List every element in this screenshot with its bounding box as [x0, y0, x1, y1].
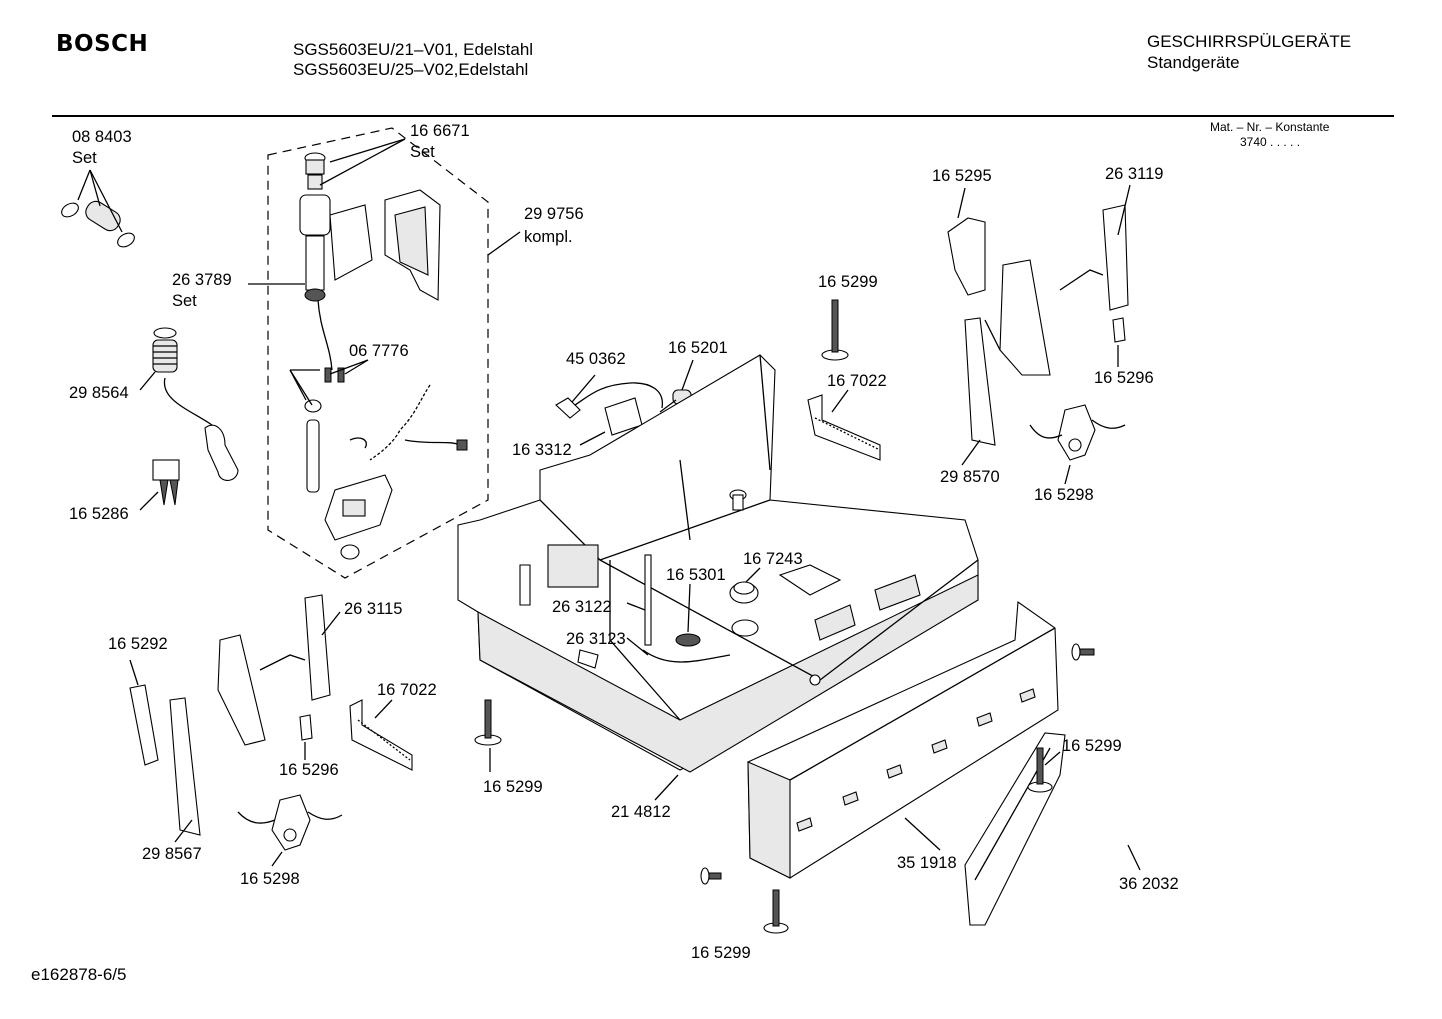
brand-logo: BOSCH [56, 31, 149, 57]
part-label: 26 3123 [566, 630, 626, 648]
part-label: 29 8567 [142, 845, 202, 863]
part-label: 16 5201 [668, 339, 728, 357]
document-id: e162878-6/5 [31, 965, 127, 984]
material-number-value: 3740 . . . . . [1240, 135, 1301, 149]
part-label: 26 3122 [552, 598, 612, 616]
part-label: 06 7776 [349, 342, 409, 360]
part-label: 16 5299 [818, 273, 878, 291]
screw-part [1027, 747, 1061, 793]
screw-part [474, 699, 502, 772]
part-label: 26 3119 [1105, 165, 1163, 183]
door-hinge-right-part [947, 184, 1131, 485]
model-line-1: SGS5603EU/21–V01, Edelstahl [293, 40, 534, 59]
part-label: 16 5299 [1062, 737, 1122, 755]
part-label: Set [172, 292, 197, 310]
part-label: 29 8564 [69, 384, 129, 402]
screw-part [821, 299, 849, 361]
part-label: 21 4812 [611, 803, 671, 821]
hose-clamp-set-part [61, 169, 135, 248]
part-label: 16 7022 [827, 372, 887, 390]
category-subtitle: Standgeräte [1147, 53, 1240, 72]
model-line-2: SGS5603EU/25–V02,Edelstahl [293, 60, 529, 79]
valve-assembly-part [248, 138, 521, 560]
screw-part [700, 867, 722, 885]
part-label: 16 5292 [108, 635, 168, 653]
part-label: 45 0362 [566, 350, 626, 368]
spring-hose-part [139, 327, 239, 481]
part-label: 16 7022 [377, 681, 437, 699]
toe-kick-part [964, 732, 1141, 926]
header-divider [52, 115, 1394, 117]
screw-part [1071, 643, 1095, 661]
part-label: 29 8570 [940, 468, 1000, 486]
screw-part [763, 889, 789, 934]
part-label: Set [410, 143, 435, 161]
part-label: kompl. [524, 228, 573, 246]
part-label: 16 7243 [743, 550, 803, 568]
part-label: 29 9756 [524, 205, 584, 223]
part-label: 16 5298 [1034, 486, 1094, 504]
part-label: 16 5298 [240, 870, 300, 888]
spring-bracket-part [807, 389, 881, 461]
part-label: 16 5301 [666, 566, 726, 584]
category-title: GESCHIRRSPÜLGERÄTE [1147, 32, 1352, 51]
part-label: 26 3115 [344, 600, 402, 618]
base-frame-part [457, 354, 979, 801]
door-hinge-left-part [129, 594, 413, 867]
part-label: 08 8403 [72, 128, 132, 146]
assembly-outline [267, 127, 489, 579]
part-label: 16 5295 [932, 167, 992, 185]
part-label: Set [72, 149, 97, 167]
part-label: 36 2032 [1119, 875, 1179, 893]
part-label: 16 5286 [69, 505, 129, 523]
part-label: 16 5299 [691, 944, 751, 962]
part-label: 16 5299 [483, 778, 543, 796]
part-label: 16 5296 [279, 761, 339, 779]
part-label: 16 6671 [410, 122, 470, 140]
plinth-panel-part [747, 600, 1059, 879]
part-label: 35 1918 [897, 854, 957, 872]
material-number-label: Mat. – Nr. – Konstante [1210, 120, 1330, 134]
part-label: 16 5296 [1094, 369, 1154, 387]
part-label: 16 3312 [512, 441, 572, 459]
part-label: 26 3789 [172, 271, 232, 289]
clip-part [139, 459, 180, 511]
